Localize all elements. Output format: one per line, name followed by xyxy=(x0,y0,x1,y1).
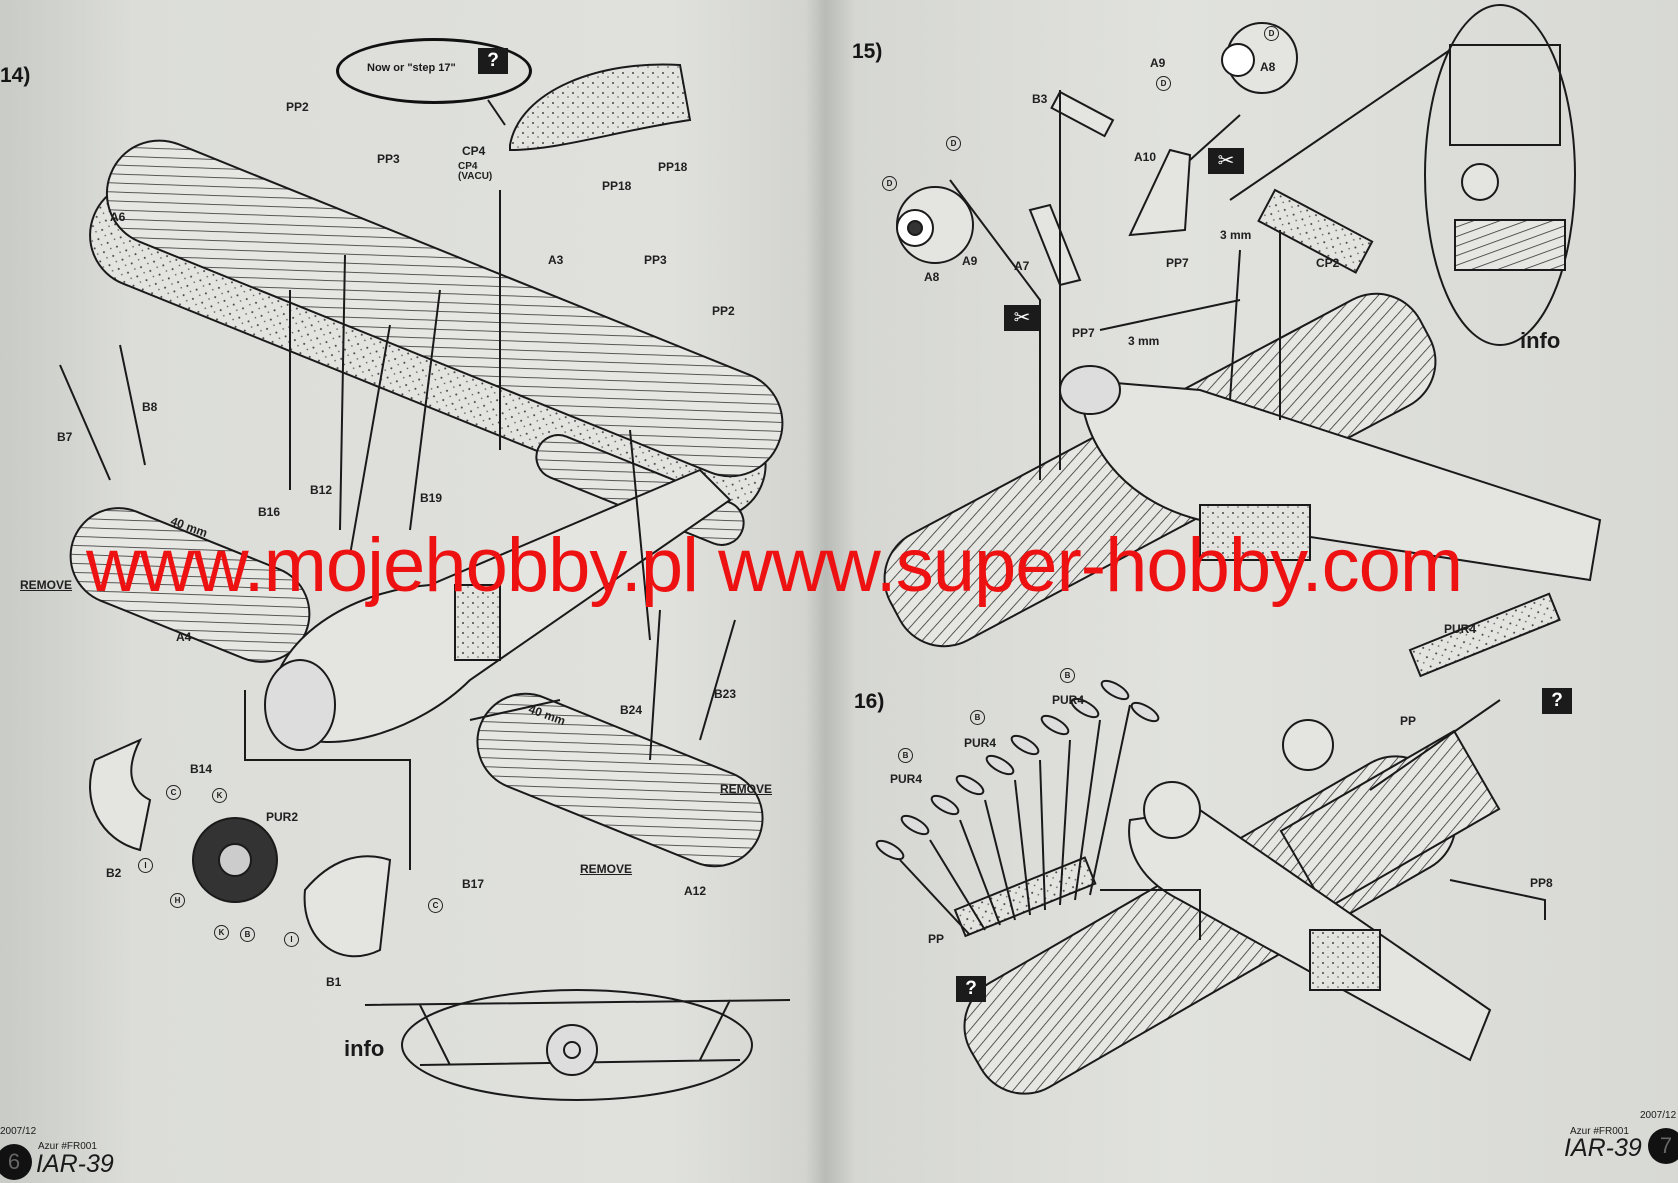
label-d-b: D xyxy=(1156,76,1171,91)
label-3mm: 3 mm xyxy=(1220,228,1252,242)
step-14-number: 14) xyxy=(0,64,31,87)
lower-wing-a12 xyxy=(476,692,764,868)
canopy-cp4 xyxy=(509,63,692,152)
cut-icon: ✂ xyxy=(1208,148,1244,174)
label-b17: B17 xyxy=(462,877,485,891)
label-remove-b: REMOVE xyxy=(720,782,773,796)
label-h: H xyxy=(170,893,185,908)
label-b19: B19 xyxy=(420,491,443,505)
label-pp: PP xyxy=(1400,714,1417,728)
label-pp3: PP3 xyxy=(377,152,400,166)
label-a12: A12 xyxy=(684,884,707,898)
info-oval-side-view xyxy=(1424,4,1576,346)
info-label-left: info xyxy=(344,1036,385,1061)
panel-cp2 xyxy=(1257,188,1374,274)
label-a8-b: A8 xyxy=(924,270,940,284)
footer-model: IAR-39 xyxy=(1564,1134,1642,1162)
footer-model: IAR-39 xyxy=(36,1150,114,1178)
label-pp8: PP8 xyxy=(1530,876,1553,890)
bombs-pur4 xyxy=(875,679,1160,861)
label-i-b: I xyxy=(284,932,299,947)
label-pp18: PP18 xyxy=(602,179,632,193)
label-remove-c: REMOVE xyxy=(580,862,633,876)
bubble-text: Now or "step 17" xyxy=(367,62,456,74)
label-pur4: PUR4 xyxy=(1052,693,1085,707)
cowl-b2 xyxy=(89,737,152,852)
label-a8: A8 xyxy=(1260,60,1276,74)
info-oval-front-view xyxy=(401,989,753,1101)
label-b7: B7 xyxy=(57,430,73,444)
label-b12: B12 xyxy=(310,483,333,497)
label-pur2: PUR2 xyxy=(266,810,299,824)
label-cp4: CP4 xyxy=(462,144,486,158)
label-b14: B14 xyxy=(190,762,213,776)
footer-date: 2007/12 xyxy=(1640,1110,1677,1121)
label-b16: B16 xyxy=(258,505,281,519)
label-pp7-b: PP7 xyxy=(1072,326,1095,340)
label-pp2-b: PP2 xyxy=(712,304,735,318)
part-b3 xyxy=(1050,90,1115,138)
label-pp18-b: PP18 xyxy=(658,160,688,174)
strut-a7 xyxy=(1028,203,1082,287)
label-a9-b: A9 xyxy=(962,254,978,268)
label-b3: B3 xyxy=(1032,92,1048,106)
watermark: www.mojehobby.pl www.super-hobby.com xyxy=(86,523,1463,608)
lower-wing-a4 xyxy=(69,507,311,663)
footer-kit: Azur #FR001 xyxy=(1570,1126,1629,1137)
label-pp2: PP2 xyxy=(286,100,309,114)
label-a9: A9 xyxy=(1150,56,1166,70)
label-b-16b: B xyxy=(970,710,985,725)
page-number: 7 xyxy=(1648,1128,1678,1164)
label-c-b: C xyxy=(428,898,443,913)
label-b1: B1 xyxy=(326,975,342,989)
footer-kit: Azur #FR001 xyxy=(38,1141,97,1152)
label-a3: A3 xyxy=(548,253,564,267)
cut-icon: ✂ xyxy=(1004,305,1040,331)
label-b: B xyxy=(240,927,255,942)
label-cp4-vacu: CP4 (VACU) xyxy=(458,161,493,182)
label-3mm-b: 3 mm xyxy=(1128,334,1160,348)
label-a7: A7 xyxy=(1014,259,1030,273)
label-b24: B24 xyxy=(620,703,643,717)
cowl-b1 xyxy=(303,855,392,958)
question-icon: ? xyxy=(478,48,508,74)
bomb-rack-pp-right xyxy=(1408,592,1561,678)
label-i: I xyxy=(138,858,153,873)
question-icon: ? xyxy=(956,976,986,1002)
label-d: D xyxy=(1264,26,1279,41)
label-d-c: D xyxy=(946,136,961,151)
speech-bubble: Now or "step 17" xyxy=(336,38,532,104)
step-15-number: 15) xyxy=(852,40,883,63)
step-16-number: 16) xyxy=(854,690,885,713)
label-k-b: K xyxy=(214,925,229,940)
label-d-d: D xyxy=(882,176,897,191)
label-b23: B23 xyxy=(714,687,737,701)
label-remove: REMOVE xyxy=(20,578,73,592)
label-b-16c: B xyxy=(898,748,913,763)
label-pur4-c: PUR4 xyxy=(890,772,923,786)
struts xyxy=(59,190,736,761)
label-k: K xyxy=(212,788,227,803)
question-icon: ? xyxy=(1542,688,1572,714)
label-pp3-b: PP3 xyxy=(644,253,667,267)
footer-date: 2007/12 xyxy=(0,1126,37,1137)
label-cp2: CP2 xyxy=(1316,256,1340,270)
info-label-right: info xyxy=(1520,328,1561,353)
strut-a10 xyxy=(1128,148,1192,237)
label-pp-b: PP xyxy=(928,932,945,946)
label-a10: A10 xyxy=(1134,150,1157,164)
label-a6: A6 xyxy=(110,210,126,224)
label-b8: B8 xyxy=(142,400,158,414)
label-b-16a: B xyxy=(1060,668,1075,683)
label-pp7: PP7 xyxy=(1166,256,1189,270)
label-pur4-b: PUR4 xyxy=(964,736,997,750)
page-number: 6 xyxy=(0,1144,32,1180)
label-b2: B2 xyxy=(106,866,122,880)
upper-wing-a3 xyxy=(89,139,784,519)
label-pur4-d: PUR4 xyxy=(1444,622,1477,636)
label-a4: A4 xyxy=(176,630,192,644)
label-c: C xyxy=(166,785,181,800)
